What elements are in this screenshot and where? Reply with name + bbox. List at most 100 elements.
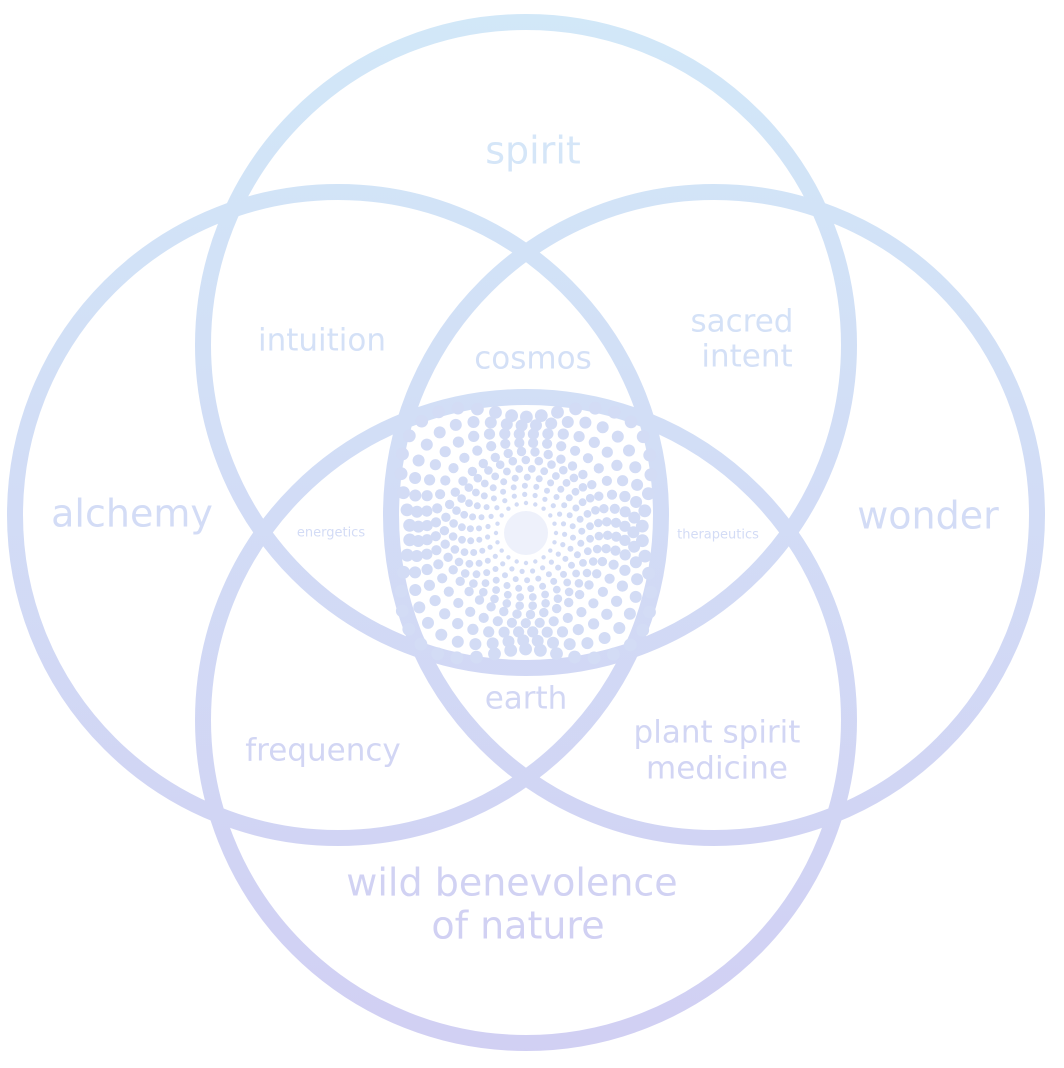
mandala-dot	[582, 453, 594, 464]
mandala-dot	[503, 590, 512, 599]
mandala-dot	[400, 548, 414, 562]
mandala-dot	[460, 569, 470, 578]
mandala-dot	[439, 608, 451, 620]
mandala-dot	[535, 575, 542, 582]
mandala-dot	[452, 618, 464, 630]
mandala-dot	[499, 428, 511, 440]
mandala-dot	[485, 523, 491, 530]
mandala-dot	[566, 512, 573, 519]
mandala-dot	[531, 634, 544, 647]
mandala-dot	[534, 617, 545, 628]
mandala-dot	[619, 490, 631, 503]
circle-nature	[195, 389, 857, 1051]
mandala-dot	[450, 487, 460, 497]
mandala-dot	[523, 473, 531, 481]
mandala-dot	[480, 492, 488, 500]
mandala-dot	[467, 416, 480, 428]
mandala-dot	[627, 526, 640, 539]
mandala-dot	[473, 502, 481, 510]
mandala-dot	[523, 560, 529, 566]
mandala-dot	[424, 474, 436, 486]
mandala-dot	[495, 460, 505, 470]
mandala-dot	[467, 537, 475, 545]
label-alchemy: alchemy	[51, 492, 213, 536]
mandala-dot	[597, 586, 609, 598]
mandala-dot	[403, 533, 417, 547]
mandala-dot	[465, 606, 476, 618]
mandala-dot	[515, 601, 524, 610]
mandala-dot	[394, 584, 408, 598]
mandala-dot	[636, 430, 650, 444]
mandala-dot	[543, 449, 553, 460]
mandala-dot	[448, 565, 458, 575]
mandala-dot	[588, 598, 599, 609]
mandala-dot	[502, 599, 512, 608]
mandala-dot	[511, 493, 517, 499]
mandala-dot	[460, 548, 469, 556]
label-cosmos: cosmos	[474, 341, 591, 377]
mandala-dot	[552, 540, 557, 545]
mandala-dot	[550, 577, 558, 585]
mandala-dot	[547, 636, 559, 649]
mandala-dot	[431, 647, 444, 661]
mandala-dot	[492, 566, 499, 572]
mandala-dot	[519, 642, 532, 656]
mandala-dot	[443, 586, 454, 597]
mandala-dot	[550, 647, 563, 660]
mandala-dot	[469, 638, 482, 651]
mandala-dot	[541, 555, 546, 560]
mandala-dot	[560, 521, 567, 527]
mandala-dot	[525, 609, 536, 620]
mandala-dot	[394, 467, 408, 481]
mandala-dot	[629, 556, 642, 569]
mandala-dot	[579, 559, 587, 567]
mandala-dot	[409, 472, 422, 484]
mandala-dot	[636, 534, 649, 548]
mandala-dot	[455, 576, 465, 586]
mandala-dot	[598, 632, 611, 644]
mandala-dot	[495, 540, 500, 545]
mandala-dot	[512, 609, 522, 619]
mandala-dot	[542, 438, 553, 449]
mandala-dot	[569, 402, 582, 416]
mandala-dot	[469, 513, 477, 521]
mandala-dot	[608, 559, 619, 570]
mandala-dot	[592, 569, 602, 579]
mandala-dot	[480, 479, 489, 488]
mandala-dot	[569, 473, 579, 483]
mandala-dot	[576, 515, 584, 523]
mandala-dot	[557, 511, 563, 517]
mandala-dot	[628, 511, 641, 524]
mandala-dot	[643, 448, 657, 462]
mandala-dot	[548, 548, 553, 553]
mandala-dot	[421, 548, 433, 560]
mandala-dot	[552, 521, 557, 526]
mandala-dot	[503, 448, 513, 459]
mandala-dot	[465, 499, 473, 507]
mandala-dot	[519, 568, 525, 575]
mandala-dot	[422, 616, 434, 629]
mandala-dot	[487, 544, 493, 550]
label-group: spirit intuition cosmos sacred intent al…	[51, 129, 999, 948]
mandala-dot	[578, 498, 587, 507]
mandala-dot	[421, 534, 433, 546]
label-wild-line2: of nature	[431, 904, 604, 948]
label-frequency: frequency	[245, 733, 400, 769]
mandala-dot	[588, 401, 602, 415]
mandala-dot	[601, 608, 613, 620]
mandala-dot	[492, 553, 498, 559]
label-wild-line1: wild benevolence	[346, 861, 677, 905]
mandala-dot	[403, 518, 416, 532]
circle-group	[7, 14, 1045, 1051]
mandala-dot	[569, 523, 576, 530]
label-therapeutics: therapeutics	[677, 528, 759, 543]
mandala-dot	[565, 494, 573, 502]
mandala-dot	[465, 559, 474, 568]
mandala-dot	[548, 616, 559, 627]
mandala-dot	[498, 626, 510, 638]
mandala-dot	[411, 505, 423, 518]
mandala-dot	[572, 569, 580, 578]
mandala-dot	[432, 405, 445, 419]
mandala-dot	[563, 578, 572, 587]
mandala-dot	[500, 561, 506, 567]
